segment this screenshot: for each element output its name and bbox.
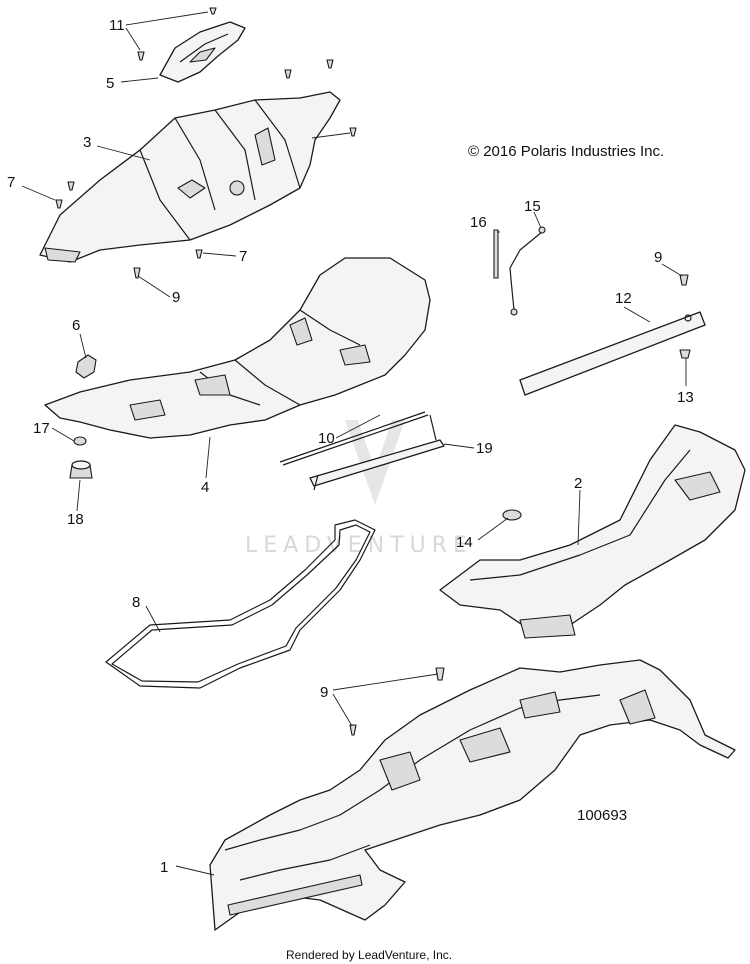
leader-lines xyxy=(21,11,687,876)
part-3-upper-cover xyxy=(39,91,341,263)
part-16-pin xyxy=(493,229,499,279)
part-5-bracket xyxy=(159,21,246,83)
callout-6: 6 xyxy=(72,317,80,334)
part-10-rod xyxy=(279,411,429,466)
callout-2: 2 xyxy=(574,475,582,492)
callout-15: 15 xyxy=(524,198,541,215)
callout-3: 3 xyxy=(83,134,91,151)
callout-9c: 9 xyxy=(320,684,328,701)
callout-4: 4 xyxy=(201,479,209,496)
part-14-plug xyxy=(502,509,522,521)
callout-7a: 7 xyxy=(7,174,15,191)
callout-19: 19 xyxy=(476,440,493,457)
callout-16: 16 xyxy=(470,214,487,231)
part-15-cable xyxy=(509,226,546,316)
footer-text: Rendered by LeadVenture, Inc. xyxy=(286,948,452,962)
part-18-grommet xyxy=(69,460,93,479)
copyright-text: © 2016 Polaris Industries Inc. xyxy=(468,143,664,160)
fasteners xyxy=(55,7,689,736)
callout-10: 10 xyxy=(318,430,335,447)
callout-9a: 9 xyxy=(172,289,180,306)
diagram-number: 100693 xyxy=(577,807,627,824)
part-13-fastener xyxy=(679,349,691,359)
part-17-washer xyxy=(73,436,87,446)
callout-18: 18 xyxy=(67,511,84,528)
callout-14: 14 xyxy=(456,534,473,551)
callout-13: 13 xyxy=(677,389,694,406)
part-1-body-frame xyxy=(209,659,736,931)
callout-11: 11 xyxy=(109,17,125,34)
callouts: 11 5 3 7 7 9 6 17 18 4 10 19 16 15 9 12 … xyxy=(7,17,694,876)
callout-1: 1 xyxy=(160,859,168,876)
part-19-bracket xyxy=(309,414,445,491)
callout-8: 8 xyxy=(132,594,140,611)
callout-5: 5 xyxy=(106,75,114,92)
part-12-strap xyxy=(519,311,706,396)
part-8-gasket xyxy=(105,519,376,689)
watermark-text: LEADVENTURE xyxy=(245,533,473,558)
part-4-floor-panel xyxy=(44,257,431,439)
callout-17: 17 xyxy=(33,420,50,437)
part-6-clip xyxy=(75,354,97,379)
leadventure-watermark: LEADVENTURE xyxy=(245,420,473,558)
callout-7b: 7 xyxy=(239,248,247,265)
callout-9b: 9 xyxy=(654,249,662,266)
callout-12: 12 xyxy=(615,290,632,307)
